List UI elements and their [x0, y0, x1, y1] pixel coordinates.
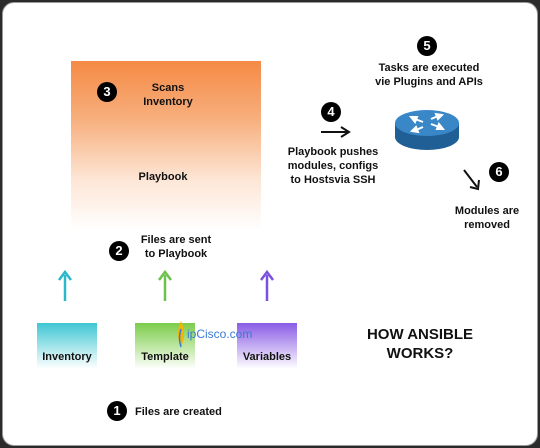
ipcisco-logo-icon	[178, 321, 184, 348]
files-created-label: Files are created	[135, 406, 222, 418]
modules-removed-label: Modules are removed	[454, 205, 520, 231]
files-sent-label: Files are sent to Playbook	[140, 234, 212, 260]
playbook-label: Playbook	[138, 171, 188, 183]
variables-arrow-icon	[260, 269, 274, 301]
step-1-badge: 1	[107, 401, 127, 421]
inventory-file-label: Inventory	[42, 351, 92, 363]
step-3-badge: 3	[97, 82, 117, 102]
template-file: Template	[135, 323, 195, 369]
push-arrow-icon	[321, 126, 351, 138]
diagram-title: HOW ANSIBLE WORKS?	[366, 326, 474, 362]
step-5-badge: 5	[417, 36, 437, 56]
template-arrow-icon	[158, 269, 172, 301]
step-6-badge: 6	[489, 162, 509, 182]
watermark: ipCisco.com	[187, 327, 253, 341]
step-2-badge: 2	[109, 241, 129, 261]
inventory-arrow-icon	[58, 269, 72, 301]
router-icon	[395, 110, 459, 150]
variables-file: Variables	[237, 323, 297, 369]
variables-file-label: Variables	[242, 351, 292, 363]
template-file-label: Template	[141, 351, 189, 363]
removed-arrow-icon	[463, 169, 480, 191]
inventory-file: Inventory	[37, 323, 97, 369]
tasks-executed-label: Tasks are executed vie Plugins and APIs	[375, 62, 483, 88]
scans-inventory-label: Scans Inventory	[143, 82, 193, 108]
playbook-pushes-label: Playbook pushes modules, configs to Host…	[287, 146, 379, 186]
step-4-badge: 4	[321, 102, 341, 122]
